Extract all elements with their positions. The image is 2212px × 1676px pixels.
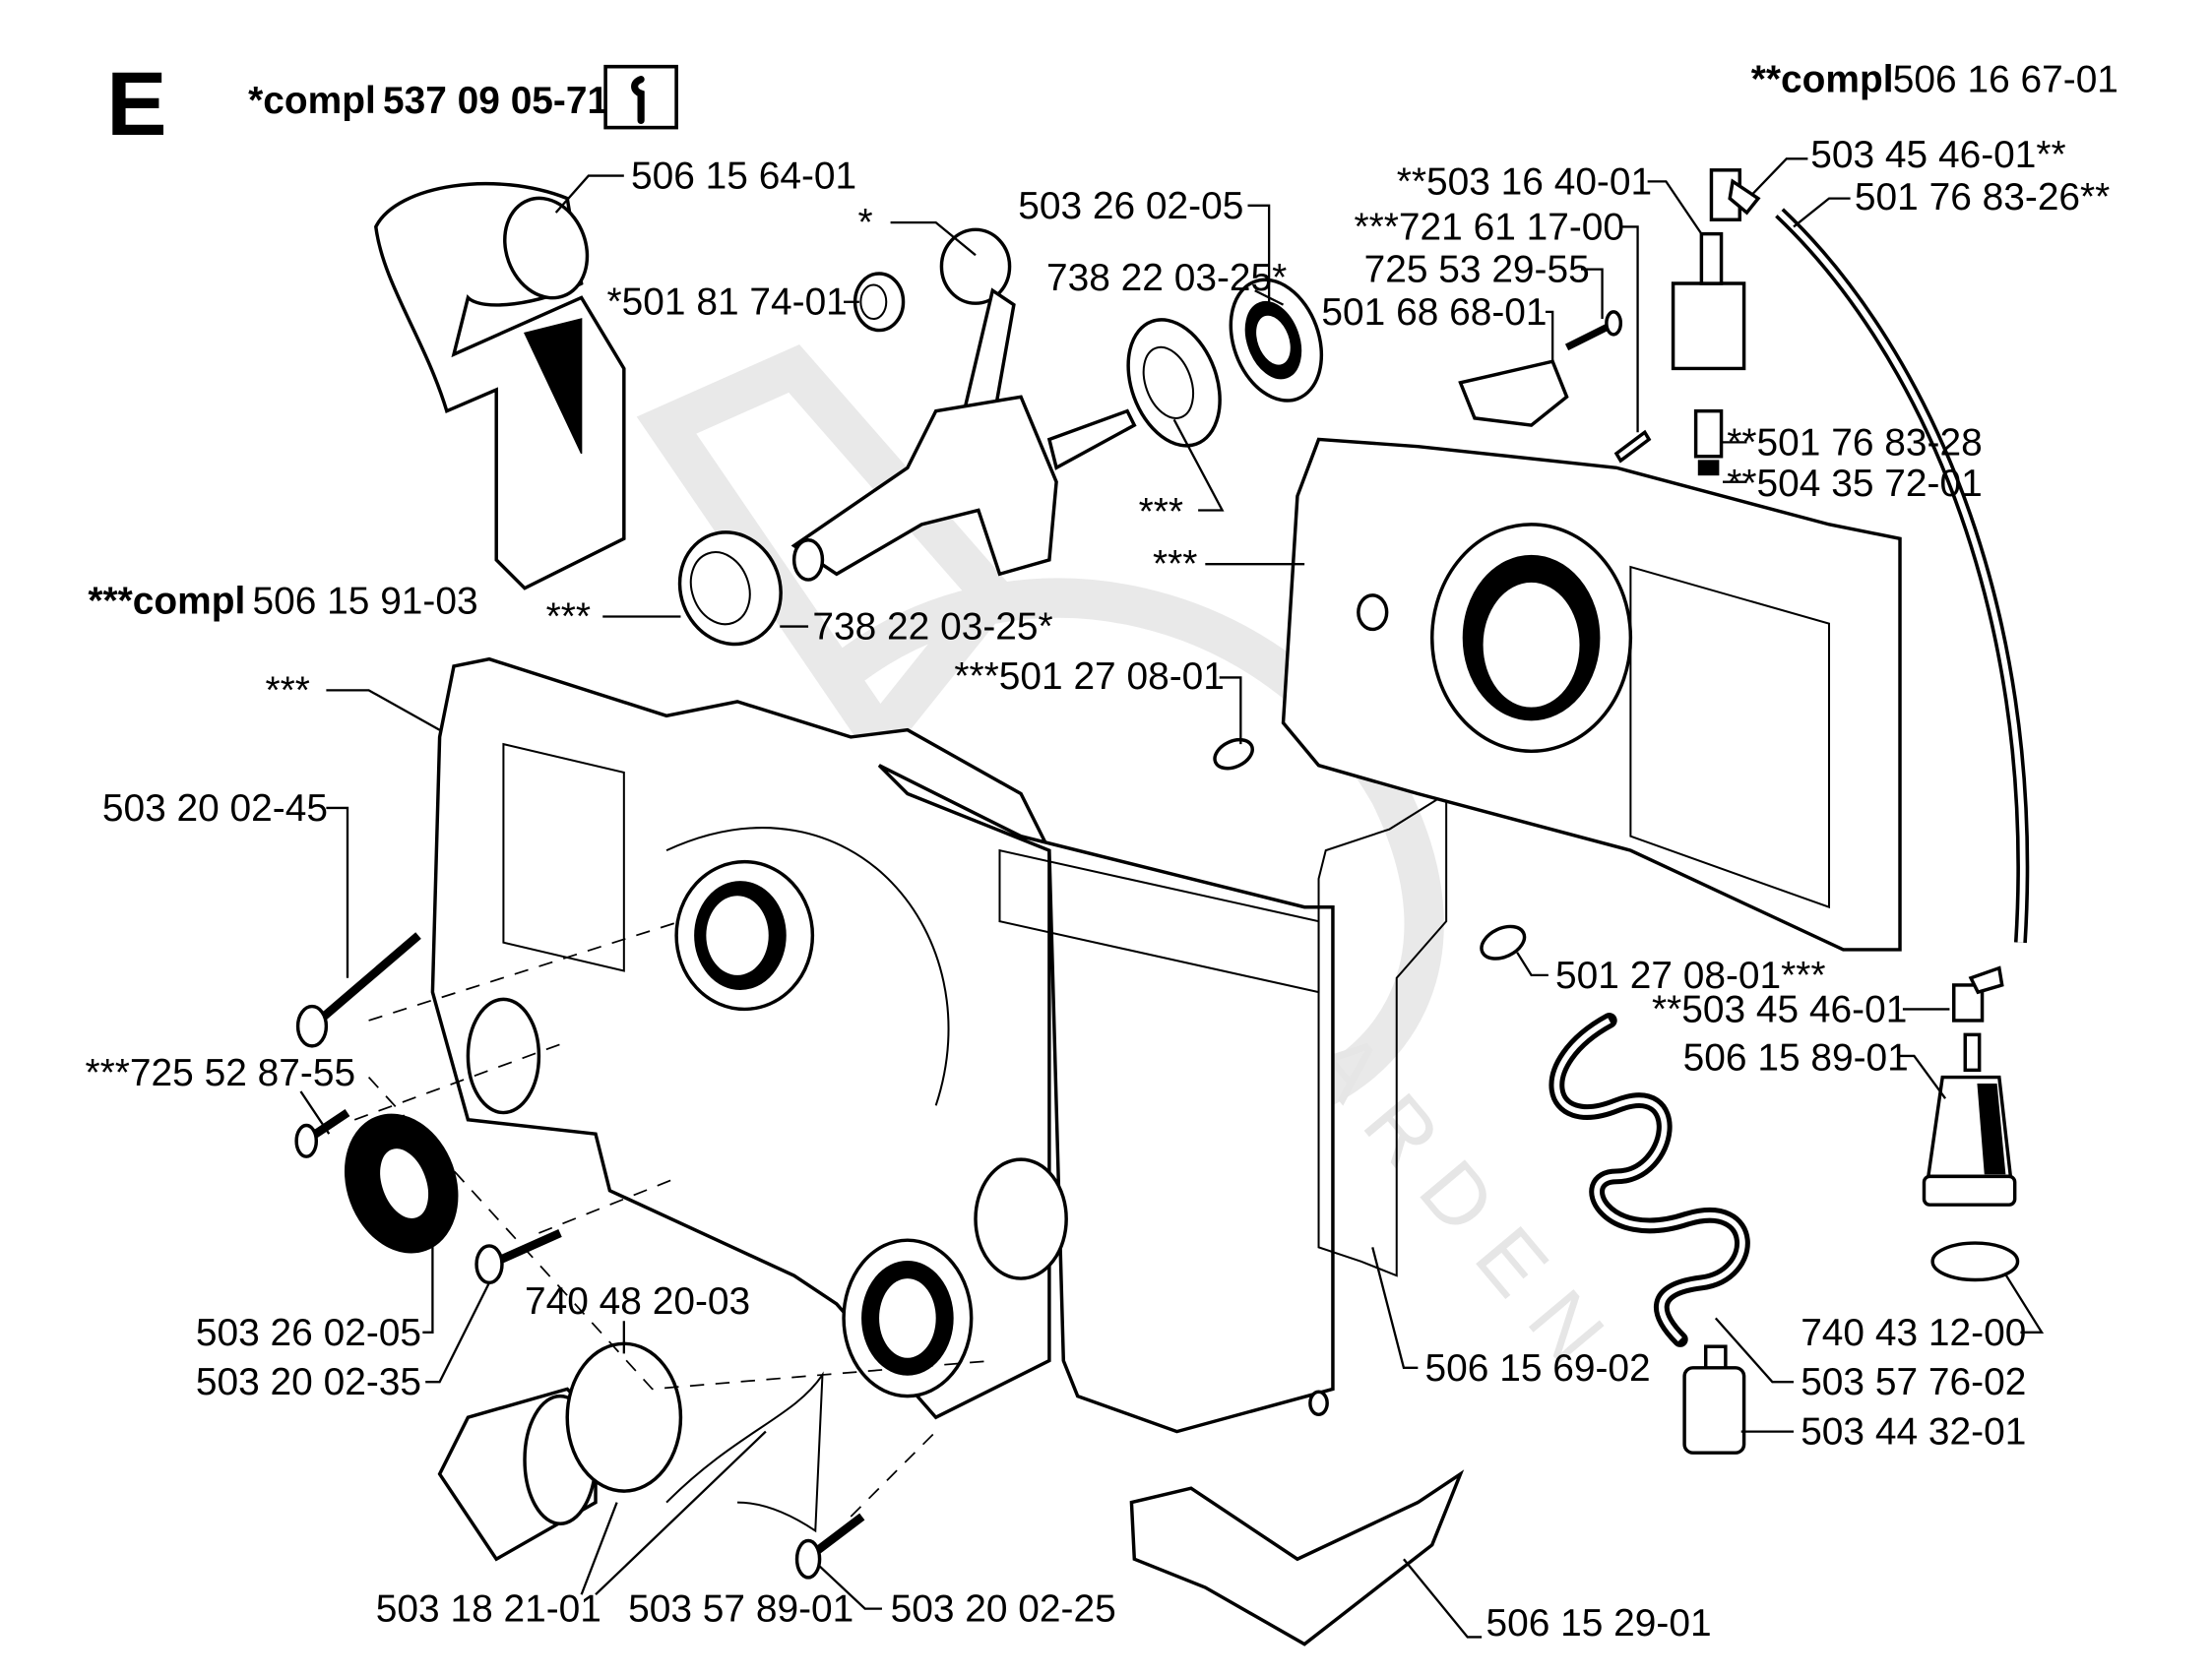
label-503-57-76-02: 503 57 76-02	[1801, 1361, 2026, 1403]
screw-long-left	[295, 932, 421, 1048]
dowel-pin-lower	[1480, 924, 1527, 961]
label-503-20-02-25: 503 20 02-25	[891, 1588, 1116, 1631]
crankcase-left	[430, 656, 1051, 1420]
label-506-15-29-01: 506 15 29-01	[1485, 1602, 1711, 1645]
label-721-61-17-00: ***721 61 17-00	[1355, 206, 1625, 248]
cap-retainer-strap	[665, 1371, 824, 1533]
label-503-44-32-01: 503 44 32-01	[1801, 1411, 2026, 1454]
label-738-22-03-25-top: 738 22 03-25*	[1046, 257, 1287, 299]
bracket	[1458, 359, 1569, 427]
elbow-fitting-lower	[1952, 965, 2004, 1023]
label-738-22-03-25-lower: 738 22 03-25*	[812, 606, 1052, 649]
label-725-52-87-55: ***725 52 87-55	[86, 1052, 356, 1094]
oil-seal-left	[344, 1113, 459, 1254]
bearing-lower	[677, 530, 783, 647]
label-501-27-08-01-lower: 501 27 08-01***	[1555, 955, 1826, 997]
screw-bottom	[794, 1513, 865, 1580]
screw-small-top	[1564, 310, 1623, 351]
label-740-48-20-03: 740 48 20-03	[525, 1280, 750, 1323]
compl-main-number: 537 09 05-71	[383, 80, 608, 122]
o-ring-large	[565, 1341, 683, 1493]
dowel-pin-upper	[1213, 737, 1254, 771]
screw-small-left	[294, 1108, 350, 1158]
label-asterisks-bearing: ***	[1139, 491, 1183, 533]
part-labels: 506 15 64-01 * 503 26 02-05 *501 81 74-0…	[86, 134, 2111, 1645]
intake-manifold	[374, 181, 626, 590]
compl-secondary-header: **compl 506 16 67-01	[1751, 59, 2118, 101]
label-503-45-46-01-top: 503 45 46-01**	[1810, 134, 2065, 176]
label-503-26-02-05-lower: 503 26 02-05	[196, 1312, 421, 1354]
leader-lines	[299, 157, 2045, 1639]
compl-tertiary-prefix: ***compl	[88, 581, 245, 623]
compl-main-header: *compl 537 09 05-71	[248, 64, 678, 130]
o-ring-small	[1930, 1241, 2020, 1282]
compl-main-prefix: *compl	[248, 80, 376, 122]
gasket	[1317, 791, 1448, 1277]
label-501-27-08-01-top: ***501 27 08-01	[954, 655, 1225, 698]
compl-secondary-number: 506 16 67-01	[1893, 59, 2118, 101]
filler-neck	[1922, 1032, 2017, 1207]
label-asterisks-crankcase: ***	[265, 669, 309, 712]
elbow-fitting-top	[1709, 168, 1761, 221]
wrench-icon	[603, 64, 678, 130]
label-506-15-89-01: 506 15 89-01	[1683, 1036, 1909, 1079]
label-asterisks-cover: ***	[1153, 543, 1197, 586]
label-506-15-69-02: 506 15 69-02	[1425, 1347, 1651, 1390]
compl-tertiary-number: 506 15 91-03	[252, 581, 477, 623]
label-504-35-72-01: **504 35 72-01	[1727, 463, 1982, 505]
label-501-76-83-28: **501 76 83-28	[1727, 421, 1982, 464]
compl-secondary-prefix: **compl	[1751, 59, 1894, 101]
label-501-76-83-26: 501 76 83-26**	[1855, 176, 2110, 218]
section-letter: E	[106, 53, 166, 155]
label-503-26-02-05-top: 503 26 02-05	[1018, 185, 1243, 227]
label-503-20-02-35: 503 20 02-35	[196, 1361, 421, 1403]
label-503-18-21-01: 503 18 21-01	[376, 1588, 601, 1631]
label-740-43-12-00: 740 43 12-00	[1801, 1312, 2026, 1354]
suction-hose	[1548, 1013, 1750, 1347]
crankcase-cover-right	[1281, 437, 1902, 952]
label-501-81-74-01: *501 81 74-01	[607, 281, 848, 324]
label-725-53-29-55: 725 53 29-55	[1364, 249, 1590, 291]
guard-plate	[1129, 1469, 1465, 1646]
label-503-20-02-45: 503 20 02-45	[102, 787, 328, 830]
label-503-57-89-01: 503 57 89-01	[628, 1588, 853, 1631]
compl-tertiary-header: ***compl 506 15 91-03	[88, 581, 477, 623]
spring-pin	[1613, 429, 1652, 464]
screw-mid-left	[474, 1229, 562, 1285]
label-501-68-68-01: 501 68 68-01	[1321, 291, 1547, 334]
crankshaft	[790, 395, 1137, 582]
needle-bearing	[853, 272, 906, 333]
oil-filter	[1682, 1344, 1746, 1455]
label-asterisks-lower-bearing: ***	[546, 595, 591, 638]
label-asterisk-rod: *	[857, 202, 872, 244]
label-506-15-64-01: 506 15 64-01	[631, 155, 856, 198]
oil-seal-upper	[1229, 278, 1324, 403]
oil-pump-assembly	[1671, 231, 1746, 476]
assembly-dashed-lines	[353, 920, 993, 1518]
crankcase-right-tank	[842, 764, 1335, 1434]
label-503-45-46-01-lower: **503 45 46-01	[1652, 988, 1907, 1030]
bearing-upper	[1126, 318, 1222, 448]
label-503-16-40-01: **503 16 40-01	[1397, 160, 1652, 203]
